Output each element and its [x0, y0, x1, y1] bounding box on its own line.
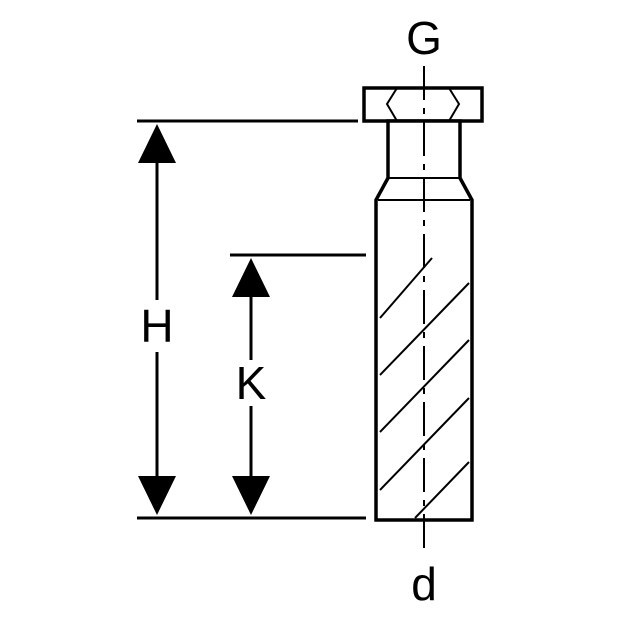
diameter-label-d: d	[411, 558, 437, 610]
arrow-down-icon	[138, 476, 176, 515]
arrow-down-icon	[232, 476, 270, 515]
arrow-up-icon	[138, 124, 176, 163]
height-label-k: K	[236, 357, 267, 409]
thread-label-g: G	[406, 12, 442, 64]
extension-lines	[137, 119, 366, 520]
height-label-h: H	[140, 300, 173, 352]
dimension-k	[232, 258, 270, 515]
dimension-h	[138, 124, 176, 515]
arrow-up-icon	[232, 258, 270, 297]
